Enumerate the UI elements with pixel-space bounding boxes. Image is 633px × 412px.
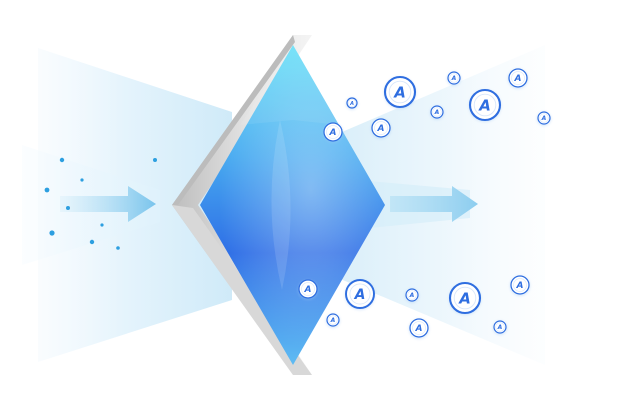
prism-glass (200, 45, 385, 365)
bubble-letter: A (329, 128, 337, 138)
letter-a-bubble-icon: A (344, 279, 376, 310)
particle-dot (80, 178, 84, 182)
particle-dot (66, 206, 70, 210)
particle-dot (44, 187, 50, 193)
letter-a-bubble-icon: A (536, 111, 552, 127)
bubble-letter: A (354, 287, 366, 303)
arrow-right-icon (390, 186, 478, 222)
particle-dot (116, 246, 120, 250)
bubble-letter: A (514, 74, 522, 84)
bubble-letter: A (434, 109, 440, 116)
bubble-letter: A (451, 75, 457, 82)
bubble-letter: A (541, 115, 547, 122)
output-bubbles: A A A A A A A A A A A A A A A A A (297, 68, 552, 339)
bubble-letter: A (478, 96, 491, 114)
letter-a-bubble-icon: A (297, 279, 319, 300)
letter-a-bubble-icon: A (509, 275, 531, 296)
letter-a-bubble-icon: A (404, 288, 420, 303)
letter-a-bubble-icon: A (345, 97, 359, 111)
bubble-letter: A (415, 324, 423, 334)
letter-a-bubble-icon: A (468, 88, 502, 123)
bubble-letter: A (458, 289, 471, 307)
particle-dot (49, 230, 55, 236)
letter-a-bubble-icon: A (325, 313, 341, 328)
bubble-letter: A (409, 292, 415, 299)
bubble-letter: A (393, 83, 406, 101)
bubble-letter: A (516, 281, 524, 291)
particle-dot (89, 239, 95, 245)
letter-a-bubble-icon: A (446, 71, 462, 87)
letter-a-bubble-icon: A (507, 68, 529, 90)
bubble-letter: A (349, 101, 354, 107)
particle-dot (100, 223, 104, 227)
particle-dot (153, 158, 157, 162)
letter-a-bubble-icon: A (492, 320, 508, 335)
particle-dot (59, 157, 65, 163)
bubble-letter: A (330, 317, 336, 324)
letter-a-bubble-icon: A (370, 118, 392, 139)
incoming-particles (44, 157, 157, 250)
bubble-letter: A (304, 285, 312, 295)
bubble-letter: A (377, 124, 385, 134)
letter-a-bubble-icon: A (448, 281, 482, 315)
letter-a-bubble-icon: A (383, 75, 417, 110)
arrow-right-icon (60, 186, 156, 222)
letter-a-bubble-icon: A (322, 122, 344, 143)
letter-a-bubble-icon: A (408, 318, 430, 339)
letter-a-bubble-icon: A (429, 105, 445, 121)
bubble-letter: A (497, 324, 503, 331)
